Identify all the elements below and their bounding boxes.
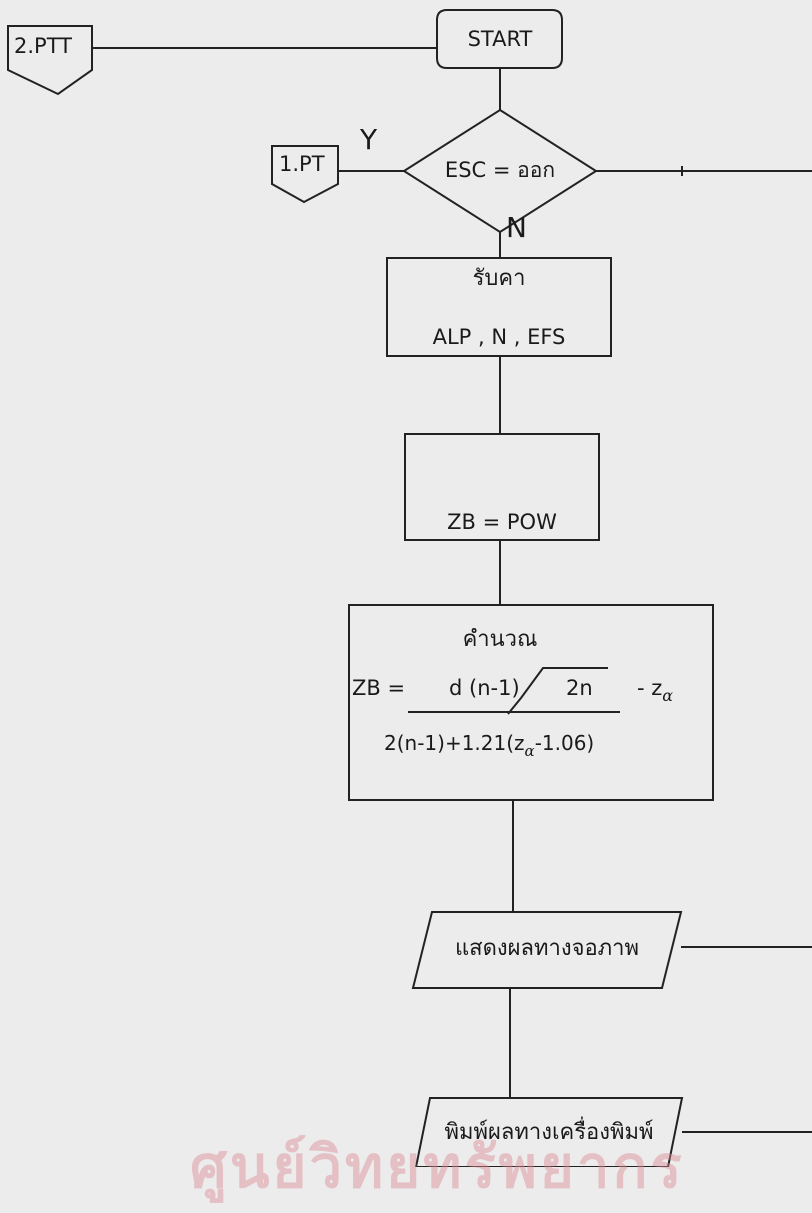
- calc-lhs: ZB =: [352, 676, 406, 700]
- calc-numerator: d (n-1): [449, 676, 520, 700]
- calc-radicand: 2n: [566, 676, 593, 700]
- calc-minus-z-text: - z: [637, 676, 663, 700]
- connector-1pt-label: 1.PT: [279, 152, 325, 176]
- calc-denominator-a: 2(n-1)+1.21(z: [384, 731, 525, 755]
- calc-title: คำนวณ: [462, 627, 538, 652]
- calc-denominator: 2(n-1)+1.21(zα-1.06): [384, 733, 594, 759]
- alpha-symbol: α: [662, 686, 674, 705]
- decision-yes-label: Y: [360, 123, 378, 156]
- alpha-symbol: α: [524, 742, 535, 760]
- print-parallelogram: [414, 1097, 684, 1167]
- input-vars: ALP , N , EFS: [432, 325, 566, 349]
- start-label: START: [467, 27, 533, 51]
- root-sign: [507, 667, 608, 715]
- display-label: แสดงผลทางจอภาพ: [454, 936, 640, 961]
- connector-2ptt-shape: [7, 25, 93, 96]
- calc-box: [348, 604, 714, 801]
- print-label: พิมพ์ผลทางเครื่องพิมพ์: [444, 1120, 654, 1145]
- decision-label: ESC = ออก: [444, 158, 556, 182]
- display-parallelogram: [411, 911, 683, 989]
- decision-no-label: N: [506, 211, 527, 244]
- assign-box: [404, 433, 600, 541]
- assign-text: ZB = POW: [447, 510, 557, 534]
- connector-2ptt-label: 2.PTT: [14, 34, 72, 58]
- input-title: รับคา: [472, 266, 526, 291]
- flowchart: [7, 9, 812, 1167]
- calc-denominator-b: -1.06): [534, 731, 595, 755]
- start-terminator: [436, 9, 563, 69]
- calc-minus-z: - zα: [637, 678, 673, 704]
- connector-1pt-shape: [271, 145, 339, 204]
